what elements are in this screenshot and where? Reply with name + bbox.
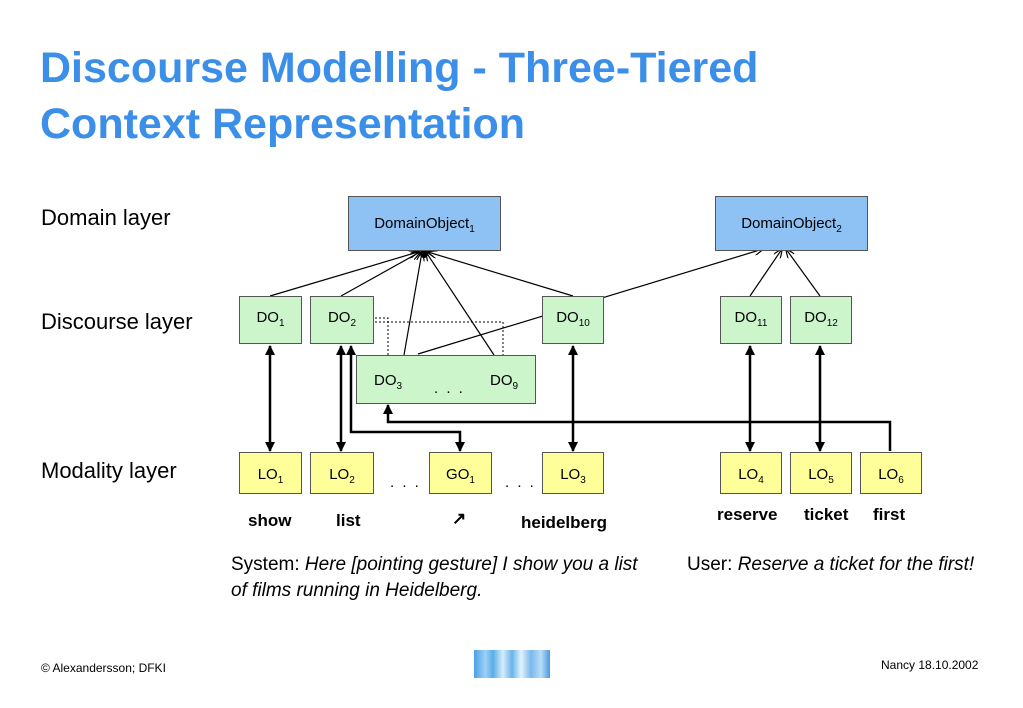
word-show: show: [248, 511, 292, 530]
modality-object-lo5: LO5: [790, 452, 852, 494]
domain-layer-label: Domain layer: [41, 205, 171, 230]
system-utterance-label: System:: [231, 554, 305, 575]
modality-object-lo1: LO1: [239, 452, 302, 494]
discourse-object-11: DO11: [720, 296, 782, 344]
discourse-object-12-index: 12: [826, 318, 838, 329]
discourse-object-2-label: DO: [327, 309, 351, 326]
modality-object-go1: GO1: [429, 452, 492, 494]
discourse-object-12-label: DO: [804, 309, 827, 326]
discourse-object-12: DO12: [790, 296, 852, 344]
discourse-object-9-index: 9: [512, 381, 519, 392]
modality-ellipsis-1: . . .: [390, 474, 421, 491]
system-utterance-text: Here [pointing gesture] I show you a lis…: [231, 554, 638, 601]
domain-object-1-label: DomainObject: [374, 215, 470, 232]
go1-label: GO: [446, 466, 470, 483]
discourse-object-1-label: DO: [256, 309, 279, 326]
discourse-object-2-index: 2: [350, 318, 357, 329]
domain-object-1: DomainObject1: [348, 196, 501, 251]
discourse-object-2: DO2: [310, 296, 374, 344]
lo5-label: LO: [808, 466, 829, 483]
lo5-index: 5: [828, 475, 834, 486]
discourse-object-9: DO9: [490, 372, 518, 392]
go1-index: 1: [469, 475, 475, 486]
pointing-gesture-arrow-icon: ↗: [452, 509, 467, 528]
lo1-index: 1: [277, 475, 284, 486]
user-utterance-label: User:: [687, 554, 738, 575]
domain-object-2-index: 2: [836, 224, 842, 235]
discourse-object-10-index: 10: [578, 318, 590, 329]
user-utterance: User: Reserve a ticket for the first!: [687, 552, 977, 578]
modality-object-lo2: LO2: [310, 452, 374, 494]
footer-date: Nancy 18.10.2002: [881, 658, 979, 672]
modality-to-discourse-links: [265, 345, 892, 452]
slide-title-line-2: Context Representation: [40, 100, 526, 148]
discourse-object-11-label: DO: [734, 309, 758, 326]
lo1-label: LO: [257, 466, 278, 483]
slide-title-line-1: Discourse Modelling - Three-Tiered: [40, 44, 759, 92]
discourse-object-group: DO3 . . . DO9: [356, 355, 536, 404]
word-ticket: ticket: [804, 505, 849, 524]
discourse-ellipsis: . . .: [434, 380, 465, 397]
lo2-label: LO: [329, 466, 350, 483]
domain-object-1-connector: [420, 250, 428, 258]
domain-object-2-label: DomainObject: [741, 215, 837, 232]
discourse-object-10: DO10: [542, 296, 604, 344]
discourse-object-1-index: 1: [278, 318, 285, 329]
dotted-links: [375, 317, 504, 355]
system-utterance: System: Here [pointing gesture] I show y…: [231, 552, 651, 604]
modality-layer-label: Modality layer: [41, 458, 177, 483]
word-reserve: reserve: [717, 505, 778, 524]
discourse-layer-label: Discourse layer: [41, 309, 193, 334]
discourse-object-3-label: DO: [374, 372, 397, 389]
discourse-object-3-index: 3: [396, 381, 403, 392]
discourse-object-1: DO1: [239, 296, 302, 344]
modality-ellipsis-2: . . .: [505, 474, 536, 491]
discourse-object-10-label: DO: [556, 309, 579, 326]
lo4-label: LO: [738, 466, 759, 483]
discourse-object-11-index: 11: [757, 318, 768, 329]
lo6-index: 6: [898, 475, 904, 486]
modality-object-lo4: LO4: [720, 452, 782, 494]
word-heidelberg: heidelberg: [521, 513, 607, 532]
word-first: first: [873, 505, 906, 524]
modality-object-lo6: LO6: [860, 452, 922, 494]
slide-title: Discourse Modelling - Three-Tiered Conte…: [40, 40, 758, 152]
domain-object-2: DomainObject2: [715, 196, 868, 251]
lo2-index: 2: [349, 475, 355, 486]
modality-object-lo3: LO3: [542, 452, 604, 494]
user-utterance-text: Reserve a ticket for the first!: [737, 554, 975, 575]
word-list: list: [336, 511, 361, 530]
lo3-index: 3: [580, 475, 586, 486]
discourse-object-9-label: DO: [490, 372, 513, 389]
discourse-object-3: DO3: [374, 372, 402, 392]
dfki-logo: [474, 650, 550, 678]
footer-copyright: © Alexandersson; DFKI: [41, 661, 166, 675]
domain-object-1-index: 1: [469, 224, 475, 235]
lo6-label: LO: [878, 466, 899, 483]
lo3-label: LO: [560, 466, 581, 483]
lo4-index: 4: [758, 475, 764, 486]
